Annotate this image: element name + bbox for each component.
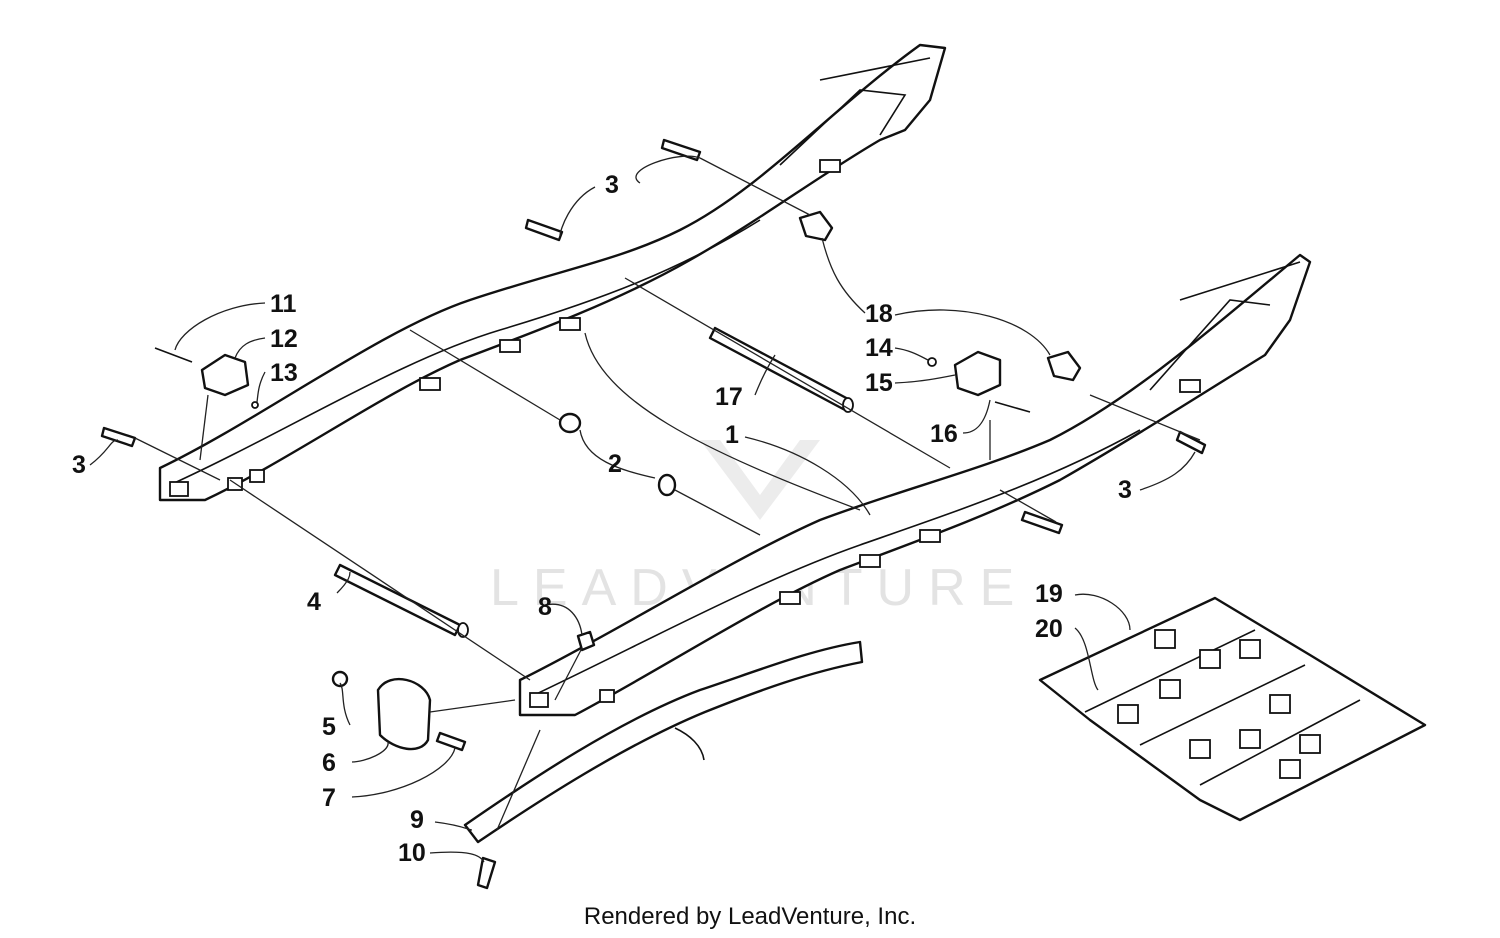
callout-12: 12 (270, 325, 298, 353)
stop-block-front[interactable] (953, 350, 1002, 397)
callout-4: 4 (307, 588, 321, 616)
callout-1: 1 (725, 421, 739, 449)
slide-rail-rear[interactable] (158, 43, 947, 502)
callout-3-left: 3 (72, 451, 86, 479)
wear-strip[interactable] (463, 640, 864, 844)
bolt-icon[interactable] (1175, 430, 1207, 455)
track-section[interactable] (1038, 596, 1427, 822)
callout-9: 9 (410, 806, 424, 834)
screw[interactable] (476, 856, 497, 890)
footer-credit: Rendered by LeadVenture, Inc. (583, 903, 917, 930)
cap-bolt[interactable] (435, 731, 467, 752)
bolt-icon[interactable] (524, 218, 564, 242)
callout-16: 16 (930, 420, 958, 448)
callout-6: 6 (322, 749, 336, 777)
callout-8: 8 (538, 593, 552, 621)
stop-block-rear[interactable] (200, 353, 250, 397)
bolt-icon[interactable] (100, 426, 137, 448)
callout-19: 19 (1035, 580, 1063, 608)
bolt-icon[interactable] (660, 138, 702, 162)
pin-icon (154, 347, 193, 363)
bolt-icon[interactable] (1020, 510, 1064, 535)
washer[interactable] (558, 412, 582, 434)
callout-17: 17 (715, 383, 743, 411)
pin-icon (994, 401, 1031, 413)
callout-11: 11 (270, 290, 297, 318)
axle-shaft[interactable] (333, 563, 469, 638)
callout-3-right: 3 (1118, 476, 1132, 504)
callout-10: 10 (398, 839, 426, 867)
callout-20: 20 (1035, 615, 1063, 643)
callout-18: 18 (865, 300, 893, 328)
callout-15: 15 (865, 369, 893, 397)
nut[interactable] (331, 670, 349, 688)
nut-icon (927, 357, 937, 367)
callout-13: 13 (270, 359, 298, 387)
nut-icon (251, 401, 259, 409)
callout-2: 2 (608, 450, 622, 478)
callout-5: 5 (322, 713, 336, 741)
leader-lines (89, 155, 1201, 863)
bushing-rear[interactable] (798, 210, 834, 242)
callout-14: 14 (865, 334, 893, 362)
slide-rail-front[interactable] (518, 253, 1312, 717)
watermark-logo-icon (700, 440, 820, 520)
wheel-cap[interactable] (376, 678, 432, 751)
callout-7: 7 (322, 784, 336, 812)
spacer[interactable] (657, 473, 677, 497)
rail-nut[interactable] (576, 630, 596, 652)
callout-3-top: 3 (605, 171, 619, 199)
bushing-front[interactable] (1046, 350, 1082, 382)
